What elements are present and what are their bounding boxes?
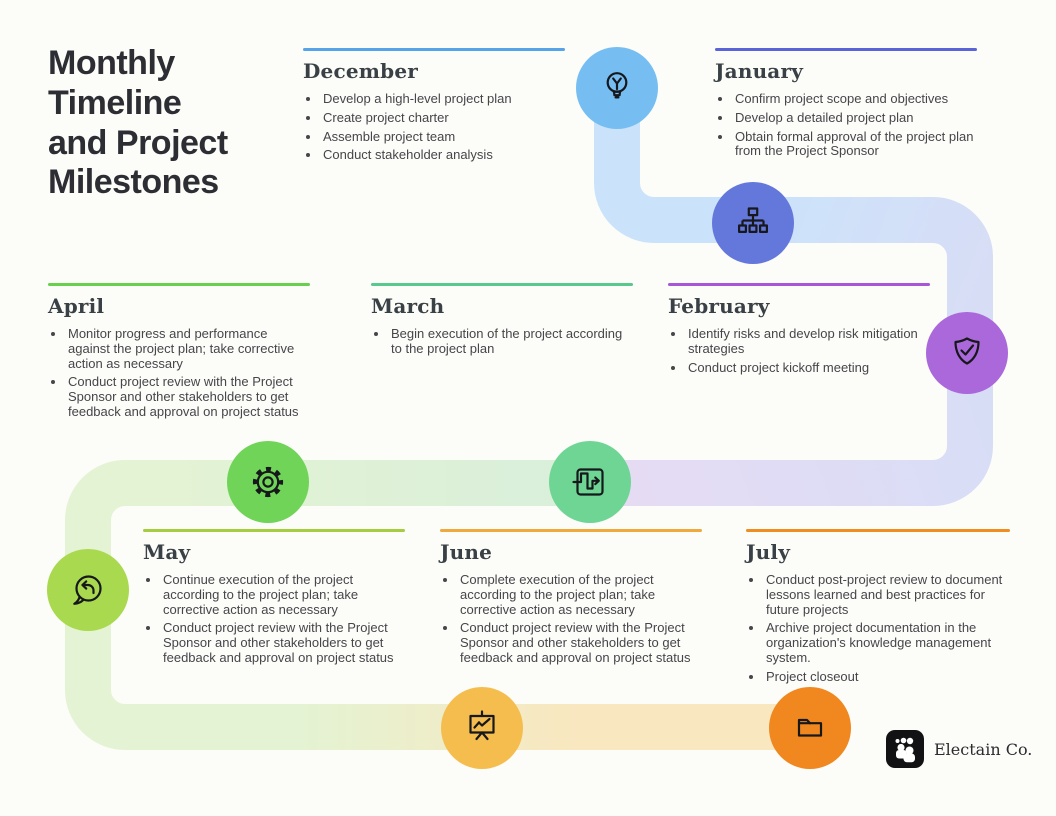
month-heading: January (715, 59, 804, 83)
task-item: Complete execution of the project accord… (458, 572, 702, 617)
month-accent-line (440, 529, 702, 532)
month-task-list: Monitor progress and performance against… (48, 326, 310, 420)
milestone-orgchart (712, 182, 794, 264)
brand-footer: Electain Co. (886, 730, 1032, 768)
task-item: Conduct project kickoff meeting (686, 360, 930, 376)
task-item: Conduct project review with the Project … (161, 620, 405, 665)
milestone-lightbulb (576, 47, 658, 129)
month-section-july: July Conduct post-project review to docu… (746, 529, 1010, 689)
task-item: Obtain formal approval of the project pl… (733, 129, 977, 160)
month-heading: December (303, 59, 418, 83)
task-item: Continue execution of the project accord… (161, 572, 405, 617)
task-item: Conduct stakeholder analysis (321, 148, 565, 163)
milestone-presentation (441, 687, 523, 769)
path-segment-jan-feb (754, 197, 993, 355)
month-task-list: Develop a high-level project planCreate … (303, 91, 565, 163)
month-section-february: February Identify risks and develop risk… (668, 283, 930, 379)
month-task-list: Complete execution of the project accord… (440, 572, 702, 666)
lightbulb-icon (606, 72, 628, 99)
month-heading: April (48, 294, 105, 318)
month-section-june: June Complete execution of the project a… (440, 529, 702, 670)
task-item: Archive project documentation in the org… (764, 620, 1010, 665)
folder-icon (797, 718, 823, 737)
task-item: Project closeout (764, 669, 1010, 685)
month-section-april: April Monitor progress and performance a… (48, 283, 310, 424)
month-accent-line (371, 283, 633, 286)
task-item: Identify risks and develop risk mitigati… (686, 326, 930, 357)
milestone-folder (769, 687, 851, 769)
task-item: Conduct project review with the Project … (458, 620, 702, 665)
speech-undo-icon (73, 575, 102, 605)
month-task-list: Conduct post-project review to document … (746, 572, 1010, 685)
month-heading: July (746, 540, 791, 564)
task-item: Develop a detailed project plan (733, 110, 977, 126)
month-accent-line (715, 48, 977, 51)
gear-icon (252, 466, 284, 498)
month-task-list: Continue execution of the project accord… (143, 572, 405, 666)
month-heading: May (143, 540, 191, 564)
milestone-speech (47, 549, 129, 631)
path-segment-dec-jan (594, 90, 756, 243)
brand-logo-icon (886, 730, 924, 768)
milestone-flow (549, 441, 631, 523)
month-accent-line (668, 283, 930, 286)
month-heading: February (668, 294, 770, 318)
task-item: Create project charter (321, 110, 565, 126)
path-segment-may-june (65, 590, 302, 750)
shield-check-icon (954, 337, 980, 365)
month-accent-line (48, 283, 310, 286)
month-section-march: March Begin execution of the project acc… (371, 283, 633, 361)
page-title: Monthly Timeline and Project Milestones (48, 44, 298, 203)
month-section-may: May Continue execution of the project ac… (143, 529, 405, 670)
path-segment-april-may (65, 460, 592, 592)
month-heading: March (371, 294, 445, 318)
process-flow-icon (572, 468, 604, 496)
month-accent-line (143, 529, 405, 532)
task-item: Conduct post-project review to document … (764, 572, 1010, 617)
month-accent-line (746, 529, 1010, 532)
month-accent-line (303, 48, 565, 51)
org-chart-icon (738, 207, 769, 234)
month-task-list: Begin execution of the project according… (371, 326, 633, 357)
task-item: Monitor progress and performance against… (66, 326, 310, 371)
presentation-chart-icon (469, 710, 495, 741)
task-item: Confirm project scope and objectives (733, 91, 977, 107)
month-heading: June (440, 540, 493, 564)
page-title-line: Timeline (48, 83, 182, 122)
month-section-january: January Confirm project scope and object… (715, 48, 977, 163)
milestone-shield (926, 312, 1008, 394)
page-title-line: and Project (48, 123, 228, 162)
page-title-line: Milestones (48, 163, 219, 202)
page-title-line: Monthly (48, 44, 175, 82)
brand-name: Electain Co. (934, 739, 1033, 759)
task-item: Begin execution of the project according… (389, 326, 633, 357)
month-task-list: Confirm project scope and objectivesDeve… (715, 91, 977, 160)
task-item: Develop a high-level project plan (321, 91, 565, 107)
month-task-list: Identify risks and develop risk mitigati… (668, 326, 930, 376)
task-item: Assemble project team (321, 129, 565, 145)
month-section-december: December Develop a high-level project pl… (303, 48, 565, 167)
task-item: Conduct project review with the Project … (66, 374, 310, 419)
path-segment-feb-march (588, 353, 993, 506)
milestone-gear (227, 441, 309, 523)
